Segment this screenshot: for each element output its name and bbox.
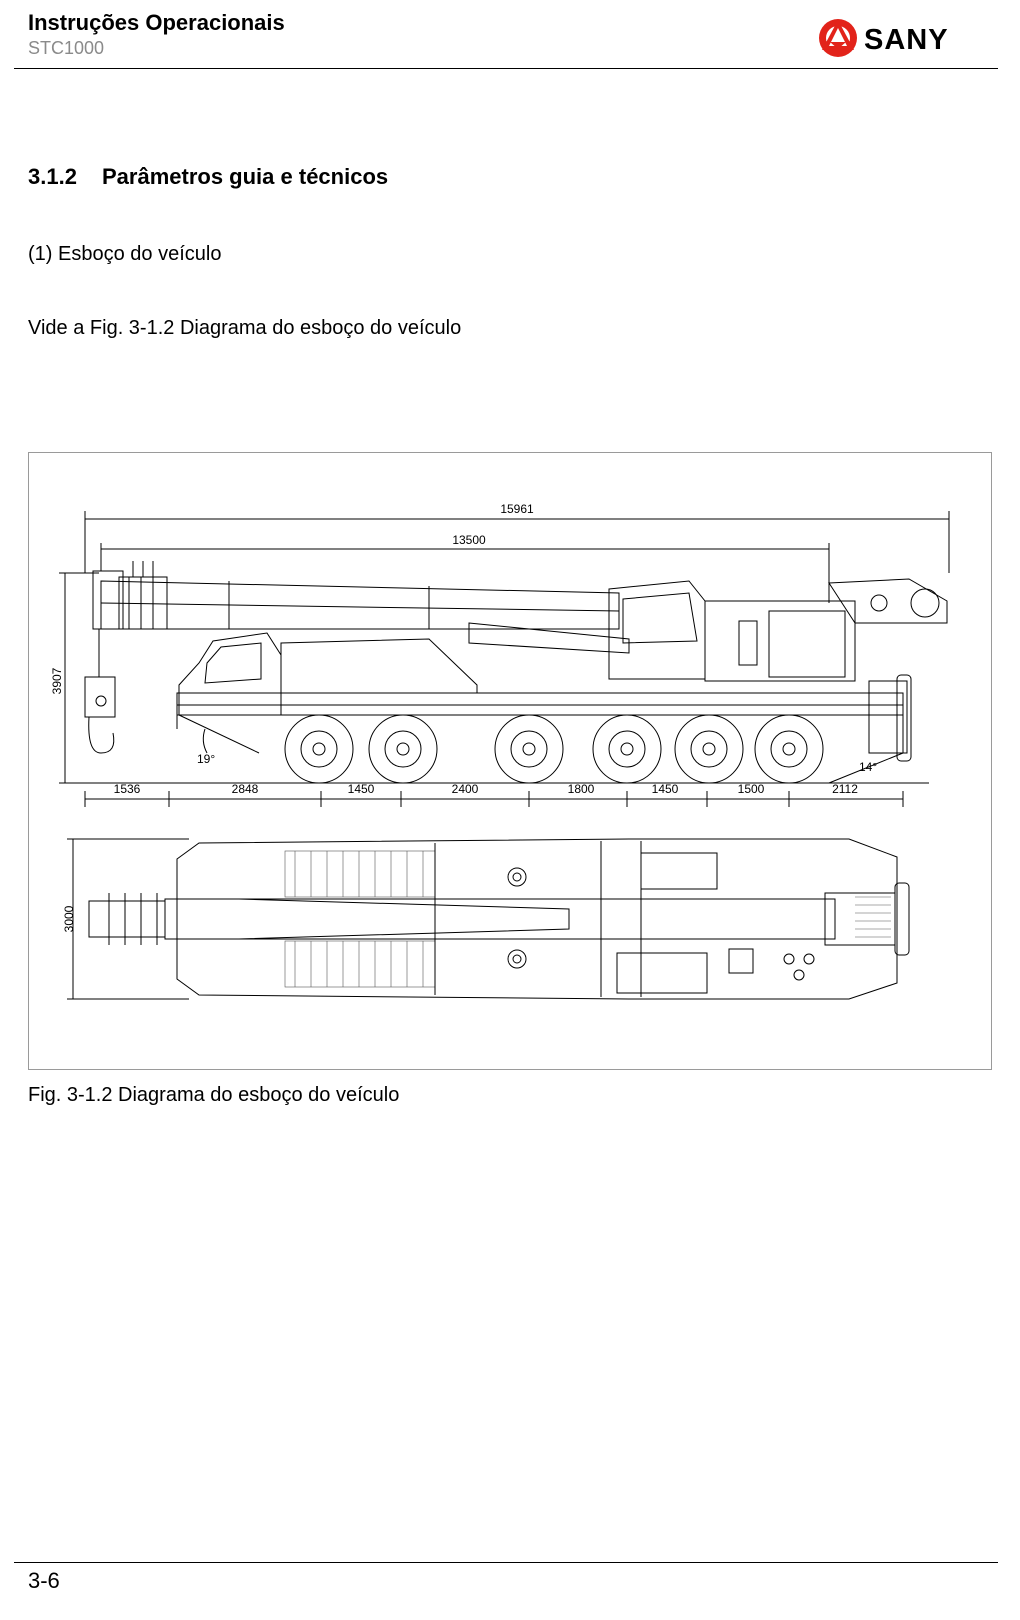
- brand-name: SANY: [864, 24, 949, 56]
- section-number: 3.1.2: [28, 164, 77, 189]
- figure-caption: Fig. 3-1.2 Diagrama do esboço do veículo: [28, 1084, 400, 1106]
- model-name: STC1000: [28, 38, 105, 58]
- item-label: (1) Esboço do veículo: [28, 243, 222, 265]
- dim-segment: 1500: [738, 782, 765, 796]
- dim-approach-angle: 19°: [197, 752, 215, 766]
- dim-height: 3907: [50, 667, 64, 694]
- dim-width: 3000: [62, 905, 76, 932]
- dim-segment: 2848: [232, 782, 259, 796]
- vehicle-drawing: 15961 13500 3907: [50, 502, 950, 1000]
- header-rule: [14, 68, 998, 69]
- sany-logo: SANY: [819, 19, 949, 57]
- dim-segment: 1450: [348, 782, 375, 796]
- dim-segment: 2400: [452, 782, 479, 796]
- dim-segment: 1800: [568, 782, 595, 796]
- footer-rule: [14, 1562, 998, 1563]
- dim-segment: 1450: [652, 782, 679, 796]
- segment-dimensions: 1536 2848 1450 2400 1800 1450 1500 2112: [114, 782, 859, 796]
- dim-segment: 2112: [832, 782, 858, 796]
- dim-departure-angle: 14°: [859, 760, 877, 774]
- dim-segment: 1536: [114, 782, 141, 796]
- side-wheels: [284, 714, 824, 784]
- section-heading: 3.1.2 Parâmetros guia e técnicos: [28, 164, 388, 190]
- paragraph: Vide a Fig. 3-1.2 Diagrama do esboço do …: [28, 317, 462, 339]
- dim-overall-length: 15961: [500, 502, 534, 516]
- document-title: Instruções Operacionais: [28, 10, 285, 35]
- dim-boom-length: 13500: [452, 533, 486, 547]
- section-title: Parâmetros guia e técnicos: [102, 164, 389, 189]
- vehicle-outline-figure: 15961 13500 3907: [28, 452, 992, 1070]
- page-number: 3-6: [28, 1568, 60, 1593]
